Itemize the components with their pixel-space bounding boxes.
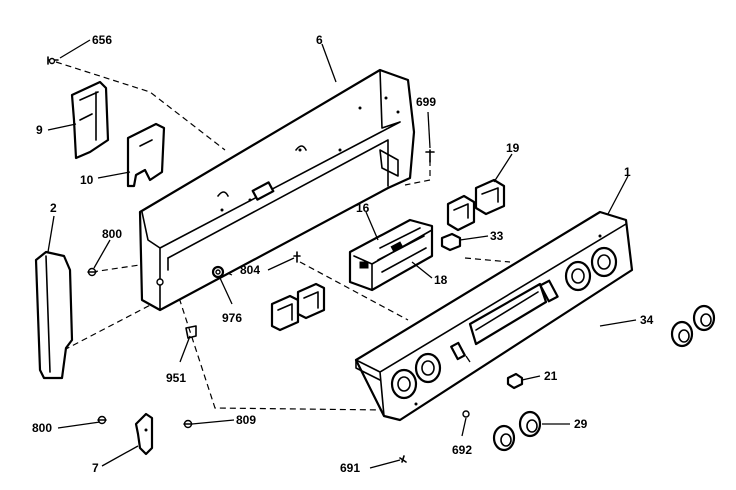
- callout-6: 6: [316, 33, 323, 47]
- leader-lines: [47, 39, 637, 469]
- screw-809: [183, 419, 193, 429]
- callout-800a: 800: [102, 227, 122, 241]
- clip-951: [185, 325, 197, 339]
- bracket-9: [70, 80, 110, 160]
- assembly-lines: [55, 61, 511, 411]
- callout-10: 10: [80, 173, 94, 187]
- callout-691: 691: [340, 461, 360, 475]
- callout-656: 656: [92, 33, 112, 47]
- switches-19: [446, 178, 506, 232]
- side-trim-2: [34, 250, 74, 380]
- bracket-7: [134, 412, 154, 456]
- callout-19: 19: [506, 141, 520, 155]
- clock-module-16: [348, 218, 434, 292]
- callout-29: 29: [574, 417, 588, 431]
- callout-1: 1: [624, 165, 631, 179]
- callout-labels: 656 6 9 10 699 19 1 2 800 16 33 804 18 9…: [32, 33, 654, 475]
- screw-691: [399, 455, 407, 463]
- callout-16: 16: [356, 201, 370, 215]
- callout-699: 699: [416, 95, 436, 109]
- knobs-29: [492, 410, 542, 452]
- switches-lower: [270, 282, 326, 332]
- nut-976: [211, 265, 225, 279]
- callout-7: 7: [92, 461, 99, 475]
- callout-951: 951: [166, 371, 186, 385]
- callout-976: 976: [222, 311, 242, 325]
- callout-809: 809: [236, 413, 256, 427]
- callout-2: 2: [50, 201, 57, 215]
- callout-692: 692: [452, 443, 472, 457]
- knobs-34: [670, 304, 716, 348]
- screw-800b: [97, 415, 107, 425]
- callout-9: 9: [36, 123, 43, 137]
- screw-804: [293, 251, 301, 263]
- part-21: [506, 372, 524, 390]
- callout-804: 804: [240, 263, 260, 277]
- callout-18: 18: [434, 273, 448, 287]
- screw-656: [47, 56, 59, 65]
- frame-6: [138, 68, 416, 312]
- screw-800a: [87, 267, 97, 277]
- screw-699: [425, 149, 435, 163]
- callout-21: 21: [544, 369, 558, 383]
- bracket-10: [126, 122, 166, 188]
- callout-33: 33: [490, 229, 504, 243]
- callout-34: 34: [640, 313, 654, 327]
- screw-692: [462, 410, 470, 418]
- control-panel-1: [354, 210, 634, 422]
- part-33: [440, 232, 462, 252]
- callout-800b: 800: [32, 421, 52, 435]
